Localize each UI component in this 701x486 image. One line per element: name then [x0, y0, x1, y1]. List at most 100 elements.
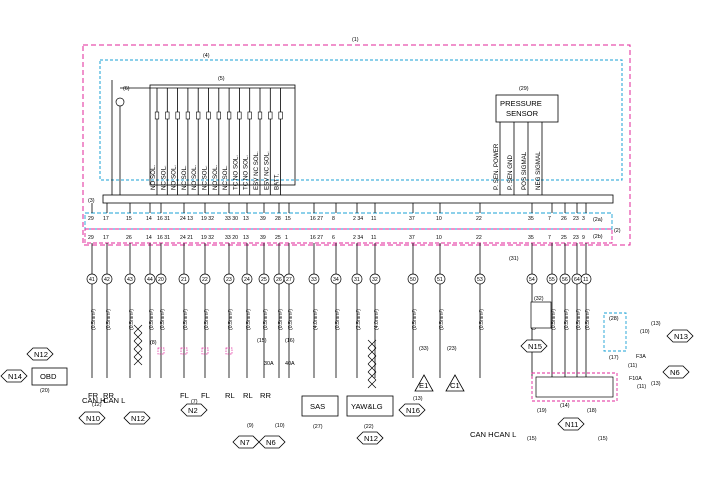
solenoid-coil [185, 111, 191, 120]
wire-id: 56 [562, 277, 568, 283]
pin-2b: 2 34 [353, 235, 363, 241]
pin-2a: 8 [332, 216, 335, 222]
node-connector [258, 435, 286, 449]
connector-2b-label: (2b) [593, 234, 603, 240]
pin-2b: 25 [275, 235, 281, 241]
annotation-label: (11) [637, 384, 646, 390]
node-connector [123, 411, 151, 425]
twist-symbol [367, 363, 377, 373]
annotation-label: 30A [264, 361, 274, 367]
twist-symbol [133, 356, 143, 366]
twisted-pair-sections [133, 324, 377, 389]
annotation-label: (11) [628, 363, 637, 369]
sensor-signal-label: P. SEN. POWER [493, 143, 500, 190]
wire-id-circle [580, 273, 592, 285]
wire-id-circle [101, 273, 113, 285]
sensor-signal-label: P. SEN GND [507, 155, 514, 190]
solenoid-coil [227, 111, 232, 120]
node-label: N16 [406, 406, 420, 415]
annotation-label: (13) [651, 321, 661, 327]
node-connector [662, 365, 690, 379]
pump-motor [115, 97, 125, 107]
solenoid-label: NC SOL. [202, 165, 209, 190]
wire-size: (4.0mm²) [313, 309, 319, 330]
solenoid-coil [278, 111, 283, 120]
wire-id-circle [199, 273, 211, 285]
annotation-label: (15) [257, 338, 267, 344]
wire-id-circle [559, 273, 571, 285]
annotation-label: (9) [247, 423, 254, 429]
wire-id: 44 [147, 277, 153, 283]
annotation-label: CAN L [103, 396, 125, 405]
annotation-label: CAN L [494, 430, 516, 439]
annotation-label: (31) [509, 256, 519, 262]
wire-id-circle [308, 273, 320, 285]
node-label: N6 [266, 438, 276, 447]
ref-17: (17) [609, 355, 619, 361]
node-connector [180, 403, 208, 417]
shield-marker [157, 347, 165, 355]
pin-2a: 19 32 [201, 216, 214, 222]
wire-size: (0.5mm²) [564, 309, 570, 330]
annotation-label: F3A [636, 354, 646, 360]
shield-marker [180, 347, 188, 355]
yawlg-label: YAW&LG [351, 402, 383, 411]
annotation-label: (15) [527, 436, 537, 442]
wire-id: 11 [583, 277, 588, 283]
wire-id-circle [546, 273, 558, 285]
pin-2b: 9 [582, 235, 585, 241]
node-label: N10 [86, 414, 100, 423]
wire-size: (2.5mm²) [356, 309, 362, 330]
pin-2b: 17 [103, 235, 109, 241]
wire-size: (0.5mm²) [335, 309, 341, 330]
annotation-label: (10) [640, 329, 650, 335]
solenoid-label: NO SOL. [212, 165, 219, 190]
wire-id: 51 [437, 277, 443, 283]
wire-id-circle [258, 273, 270, 285]
wire-id: 26 [276, 277, 282, 283]
wheel-label: FL [201, 391, 210, 400]
annotation-label: CAN H [470, 430, 494, 439]
twist-symbol [367, 379, 377, 389]
pin-2b: 39 [260, 235, 266, 241]
pin-2b: 35 [528, 235, 534, 241]
node-label: N12 [34, 350, 48, 359]
pin-2a: 24 13 [180, 216, 193, 222]
wire-id: 23 [226, 277, 232, 283]
node-connector [666, 329, 694, 343]
node-label: E1 [419, 381, 428, 390]
pin-2a: 26 [561, 216, 567, 222]
twist-symbol [367, 339, 377, 349]
wire-id: 54 [529, 277, 535, 283]
shield-marker [201, 347, 209, 355]
wire-id: 34 [333, 277, 339, 283]
pin-2a: 16 27 [310, 216, 323, 222]
solenoid-label: NC SOL. [160, 165, 167, 190]
solenoid-label: TC NO SOL. [243, 155, 250, 190]
node-label: N6 [670, 368, 680, 377]
wire-size: (0.5mm²) [263, 309, 269, 330]
wire-id: 31 [354, 277, 360, 283]
pin-2b: 22 [476, 235, 482, 241]
pin-2a: 37 [409, 216, 415, 222]
obd-ref: (20) [40, 388, 50, 394]
pin-2b: 16 27 [310, 235, 323, 241]
pin-2a: 10 [436, 216, 442, 222]
pin-2a: 16 31 [157, 216, 170, 222]
solenoid-label: NC SOL. [181, 165, 188, 190]
node-connector [0, 369, 28, 383]
wire-id: 32 [372, 277, 378, 283]
wire-id: 22 [202, 277, 208, 283]
outer-ref-label: (2) [614, 228, 621, 234]
wire-id-circle [407, 273, 419, 285]
annotation-label: (23) [447, 346, 457, 352]
wire-size: (0.5mm²) [129, 309, 135, 330]
annotation-label: (33) [419, 346, 429, 352]
pin-2a: 17 [103, 216, 109, 222]
sas-label: SAS [310, 402, 325, 411]
node-connector [557, 417, 585, 431]
pin-2a: 28 [275, 216, 281, 222]
pin-2b: 25 [561, 235, 567, 241]
obd-box [31, 367, 68, 386]
pin-2b: 10 [436, 235, 442, 241]
